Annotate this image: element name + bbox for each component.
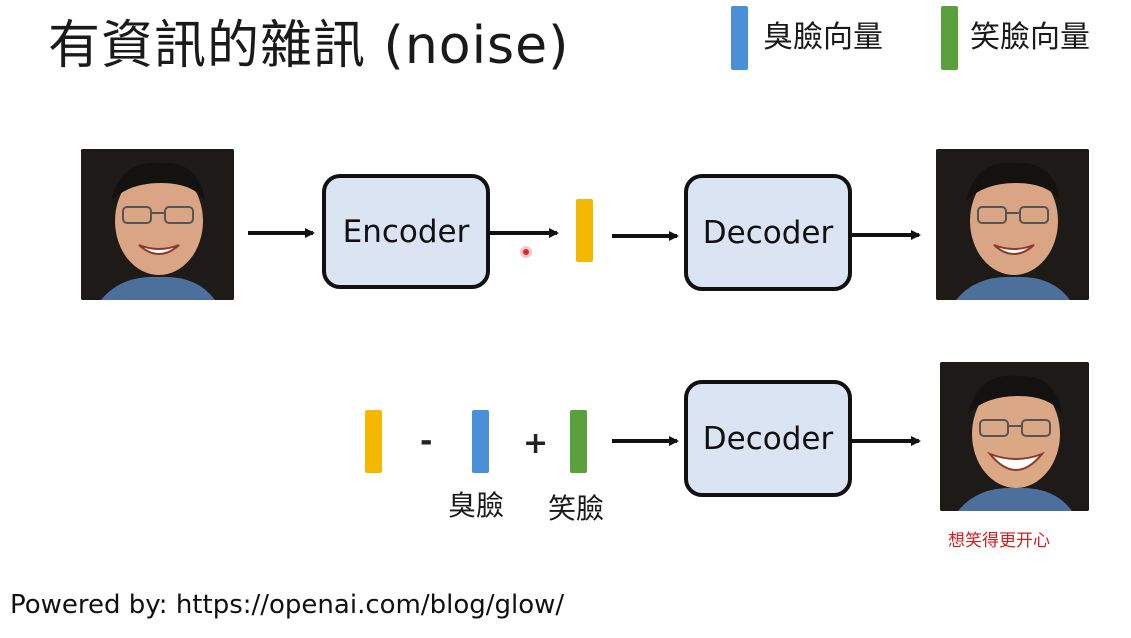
smile-vector: [570, 410, 587, 473]
slide-title: 有資訊的雜訊 (noise): [48, 16, 570, 76]
footer-credit: Powered by: https://openai.com/blog/glow…: [10, 590, 565, 620]
latent-vector-bottom: [365, 410, 382, 473]
legend-swatch-smile: [941, 6, 958, 70]
legend-label-frown: 臭臉向量: [763, 20, 883, 55]
output-face-image: [936, 149, 1089, 300]
encoder-box: Encoder: [322, 174, 490, 289]
legend-swatch-frown: [731, 6, 748, 70]
latent-vector: [576, 199, 593, 262]
decoder-label-bottom: Decoder: [702, 420, 834, 457]
pointer-dot-icon: [520, 246, 532, 258]
frown-label: 臭臉: [448, 489, 505, 522]
input-face-image: [81, 149, 234, 300]
encoder-label: Encoder: [342, 213, 470, 250]
decoder-box-top: Decoder: [684, 174, 852, 291]
frown-vector: [472, 410, 489, 473]
decoder-label-top: Decoder: [702, 214, 834, 251]
decoder-box-bottom: Decoder: [684, 380, 852, 497]
legend-label-smile: 笑臉向量: [970, 20, 1090, 55]
smiling-face-image: [940, 362, 1089, 511]
smile-label: 笑臉: [548, 492, 605, 525]
minus-operator: -: [420, 424, 433, 459]
smile-more-caption: 想笑得更开心: [948, 531, 1050, 551]
plus-operator: +: [523, 426, 549, 461]
